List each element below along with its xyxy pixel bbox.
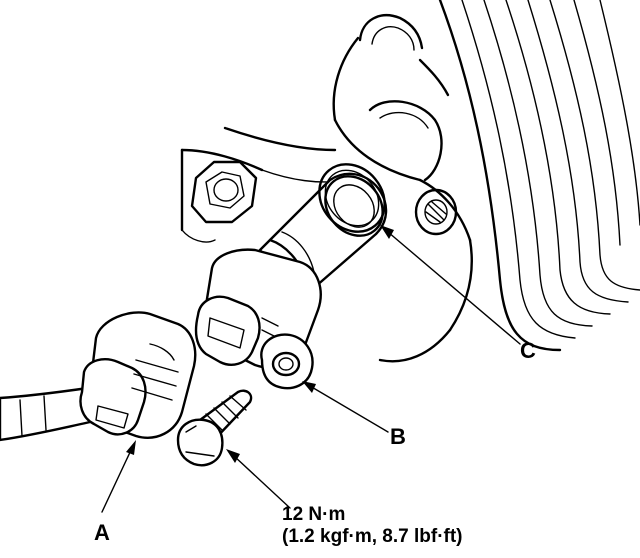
torque-value: 12 N·m [282,504,345,525]
housing-outline [180,0,640,363]
sensor-b [194,172,388,390]
callout-b: B [390,424,406,449]
mounting-bolt [176,389,253,467]
hex-nut [190,160,258,224]
torque-conversion: (1.2 kgf·m, 8.7 lbf·ft) [282,526,463,547]
o-ring-c [318,163,386,233]
callout-a: A [94,520,110,545]
leader-arrows [101,225,521,513]
connector-a [0,311,197,442]
callout-c: C [520,338,536,363]
